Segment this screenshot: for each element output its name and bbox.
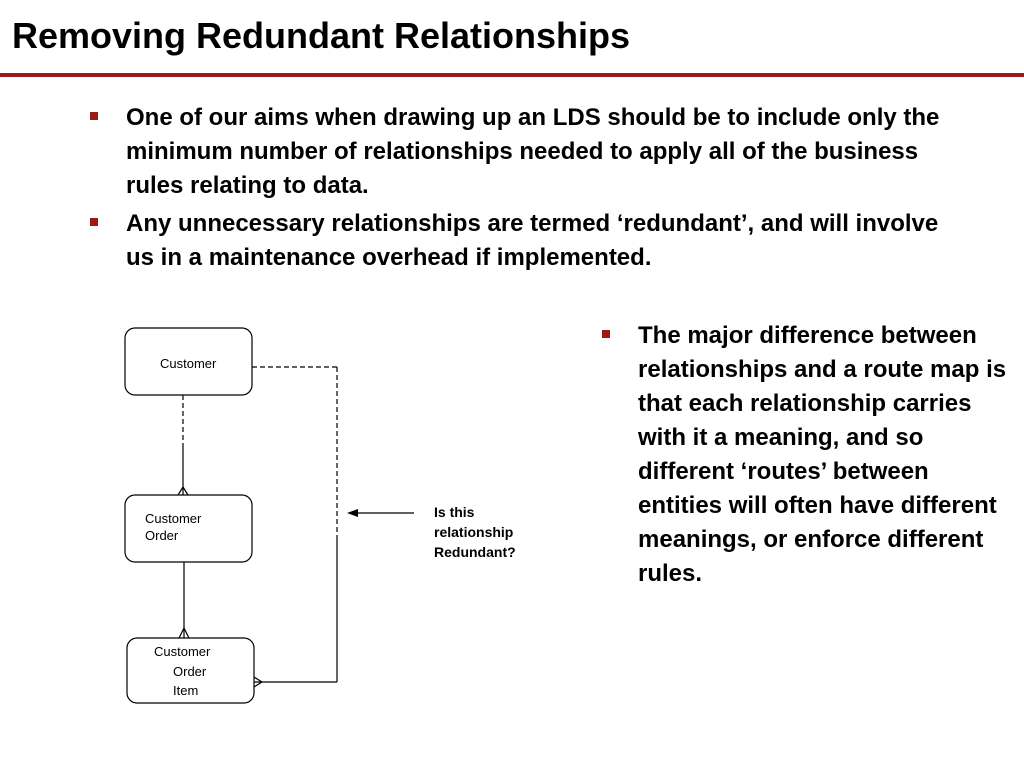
right-bullet-list: The major difference between relationshi…: [600, 319, 1010, 595]
entity-customer-order-label-line1: Customer: [145, 511, 202, 526]
entity-customer-order-item-label-line3: Item: [173, 683, 198, 698]
top-bullet-list: One of our aims when drawing up an LDS s…: [88, 101, 948, 279]
annotation-text-line3: Redundant?: [434, 544, 516, 560]
entity-customer-box: [124, 327, 253, 396]
relationship-customer-to-order: [177, 395, 189, 496]
annotation-text-line1: Is this: [434, 504, 475, 520]
entity-customer-order-box: [124, 494, 253, 563]
bullet-text: The major difference between relationshi…: [638, 322, 1007, 587]
bullet-item-redundant-definition: Any unnecessary relationships are termed…: [88, 207, 948, 275]
bullet-text: One of our aims when drawing up an LDS s…: [126, 104, 940, 199]
square-bullet-icon: [90, 112, 98, 120]
bullet-item-minimum-relationships: One of our aims when drawing up an LDS s…: [88, 101, 948, 203]
entity-customer-order-item-label-line2: Order: [173, 664, 207, 679]
relationship-order-to-item: [178, 562, 190, 639]
square-bullet-icon: [602, 330, 610, 338]
title-divider: [0, 73, 1024, 77]
annotation-text-line2: relationship: [434, 524, 513, 540]
entity-customer-order-item-label-line1: Customer: [154, 644, 211, 659]
entity-customer-label: Customer: [160, 356, 217, 371]
slide-title: Removing Redundant Relationships: [12, 15, 631, 56]
entity-customer-order-item-box: [126, 637, 255, 704]
bullet-text: Any unnecessary relationships are termed…: [126, 210, 939, 271]
annotation-arrow: [347, 509, 414, 517]
square-bullet-icon: [90, 218, 98, 226]
bullet-item-route-map-difference: The major difference between relationshi…: [600, 319, 1010, 591]
relationship-customer-to-item-redundant: [252, 366, 338, 688]
entity-customer-order-label-line2: Order: [145, 528, 179, 543]
